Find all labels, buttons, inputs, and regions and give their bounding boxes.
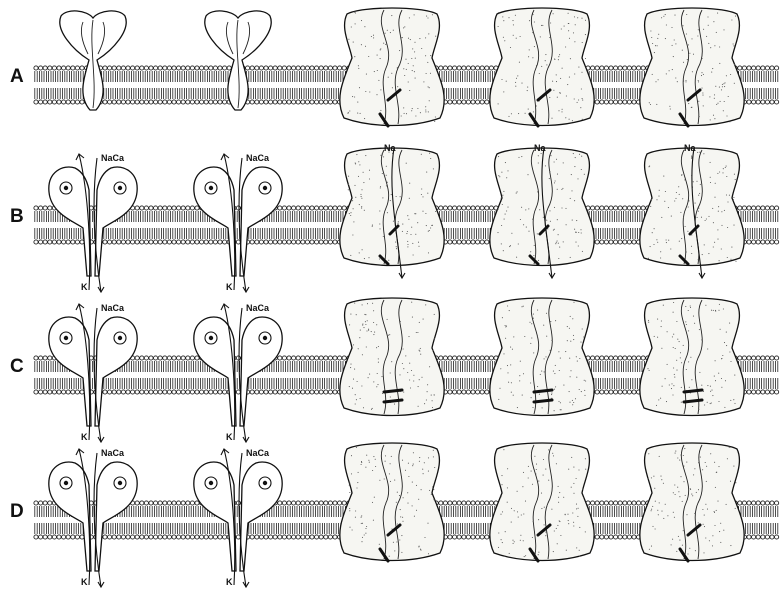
ion-label-k: K [226,282,233,292]
ion-label-na: Na [384,143,396,153]
ion-label-k: K [81,432,88,442]
ion-label-naca: NaCa [246,448,270,458]
carrier-protein [49,304,137,442]
gate-mark [534,390,552,392]
channel-protein [340,443,444,561]
ion-label-naca: NaCa [246,303,270,313]
channel-protein [490,148,594,278]
row-label: D [10,501,24,522]
gate-mark [534,400,552,402]
channel-protein [340,8,444,126]
gate-mark [384,400,402,402]
gate-mark [684,390,702,392]
ion-label-na: Na [534,143,546,153]
carrier-protein [205,11,271,110]
channel-protein [640,298,744,416]
row-a: A [10,8,779,126]
row-label: C [10,356,24,377]
carrier-protein [194,449,282,587]
ion-label-k: K [81,282,88,292]
channel-protein [340,148,444,278]
carrier-protein [49,154,137,292]
ion-label-na: Na [684,143,696,153]
ion-label-k: K [226,432,233,442]
carrier-protein [49,449,137,587]
channel-protein [490,8,594,126]
channel-protein [490,443,594,561]
ion-label-k: K [226,577,233,587]
channel-protein [640,443,744,561]
gate-mark [684,400,702,402]
channel-protein [640,148,744,278]
gate-mark [384,390,402,392]
ion-label-naca: NaCa [101,448,125,458]
ion-label-naca: NaCa [246,153,270,163]
carrier-protein [194,154,282,292]
row-label: A [10,66,24,87]
carrier-protein [194,304,282,442]
channel-protein [490,298,594,416]
ion-label-naca: NaCa [101,303,125,313]
row-label: B [10,206,24,227]
ion-label-k: K [81,577,88,587]
ion-label-naca: NaCa [101,153,125,163]
channel-protein [640,8,744,126]
channel-protein [340,298,444,416]
